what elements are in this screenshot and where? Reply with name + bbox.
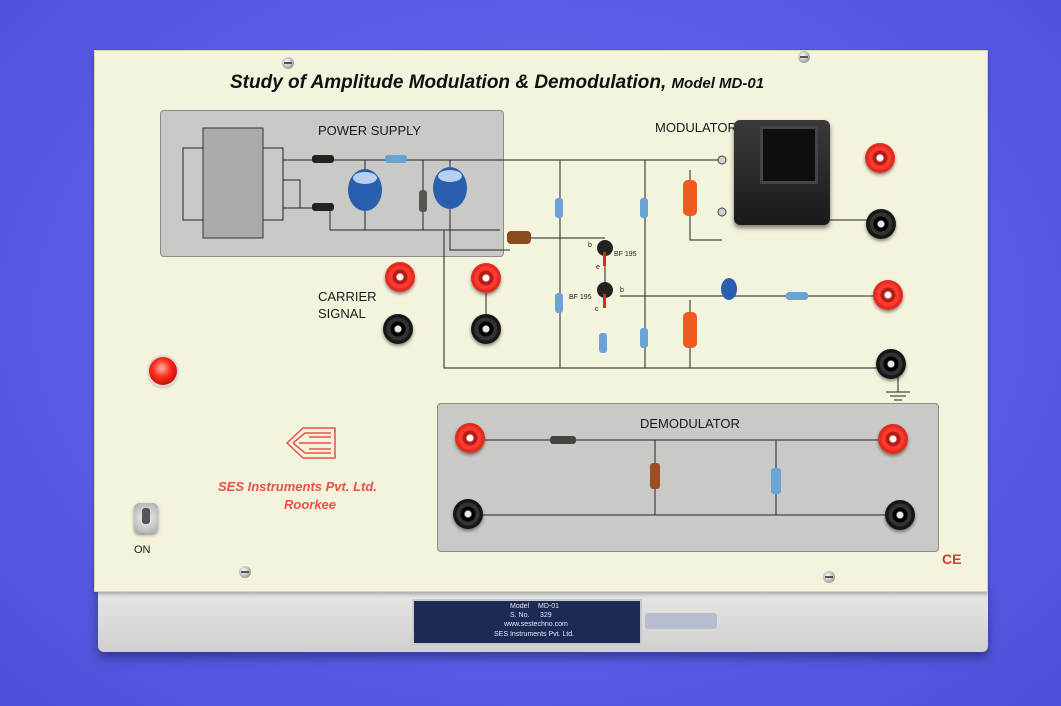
nameplate-serial-value: 329 bbox=[540, 612, 552, 619]
on-label: ON bbox=[134, 544, 151, 556]
transistor-2 bbox=[597, 282, 613, 298]
nameplate-model-value: MD-01 bbox=[538, 603, 560, 610]
diode-demod bbox=[550, 436, 576, 444]
screw-bottom-right bbox=[823, 571, 835, 583]
demod-output-socket-black[interactable] bbox=[885, 500, 915, 530]
ps-transformer bbox=[202, 127, 264, 239]
demodulator-label: DEMODULATOR bbox=[640, 416, 740, 431]
transistor-1-label: BF 195 bbox=[614, 251, 637, 258]
panel-title-main: Study of Amplitude Modulation & Demodula… bbox=[230, 72, 667, 93]
transistor-1-base-label: b bbox=[588, 242, 592, 249]
nameplate-company: SES Instruments Pvt. Ltd. bbox=[494, 631, 575, 638]
power-indicator-led bbox=[149, 357, 177, 385]
resistor-r1 bbox=[555, 198, 563, 218]
panel-title: Study of Amplitude Modulation & Demodula… bbox=[230, 72, 850, 94]
resistor-out bbox=[786, 292, 808, 300]
carrier-label-line1: CARRIER bbox=[318, 289, 377, 304]
capacitor-ceramic bbox=[507, 231, 531, 244]
company-city: Roorkee bbox=[284, 497, 337, 512]
carrier-signal-socket-red[interactable] bbox=[385, 262, 415, 292]
nameplate-website: www.sestechno.com bbox=[504, 621, 568, 628]
vent-plate bbox=[645, 613, 717, 629]
resistor-demod-2 bbox=[771, 468, 781, 494]
demod-output-socket-red[interactable] bbox=[878, 424, 908, 454]
transformer-core bbox=[760, 126, 818, 184]
company-logo-icon bbox=[285, 427, 336, 459]
demod-input-socket-black[interactable] bbox=[453, 499, 483, 529]
resistor-r4 bbox=[640, 328, 648, 348]
resistor-r2 bbox=[555, 293, 563, 313]
capacitor-orange-2 bbox=[683, 312, 697, 348]
input-socket-red[interactable] bbox=[471, 263, 501, 293]
nameplate-serial-label: S. No. bbox=[510, 612, 530, 619]
diode-3 bbox=[419, 190, 427, 212]
modulated-output-socket[interactable] bbox=[873, 280, 903, 310]
ps-line-bottom bbox=[283, 207, 500, 231]
company-name: SES Instruments Pvt. Ltd. bbox=[218, 479, 377, 494]
diode-1 bbox=[312, 155, 334, 163]
transistor-1 bbox=[597, 240, 613, 256]
demodulator-section bbox=[437, 403, 939, 552]
input-socket-black[interactable] bbox=[471, 314, 501, 344]
capacitor-small bbox=[721, 278, 737, 300]
carrier-signal-socket-black[interactable] bbox=[383, 314, 413, 344]
modulator-output-socket-2[interactable] bbox=[866, 209, 896, 239]
diode-2 bbox=[312, 203, 334, 211]
screw-bottom-left bbox=[239, 566, 251, 578]
modulator-output-socket-1[interactable] bbox=[865, 143, 895, 173]
screw-top-right bbox=[798, 51, 810, 63]
transistor-1-emitter-label: e bbox=[596, 264, 600, 271]
screw-top-left bbox=[282, 57, 294, 69]
resistor-ps bbox=[385, 155, 407, 163]
capacitor-orange-1 bbox=[683, 180, 697, 216]
ground-socket[interactable] bbox=[876, 349, 906, 379]
panel-title-model: Model MD-01 bbox=[671, 75, 765, 92]
ce-mark: CE bbox=[942, 551, 962, 567]
power-supply-label: POWER SUPPLY bbox=[318, 123, 422, 138]
rail-bottom bbox=[443, 230, 890, 369]
transistor-2-base-label: b bbox=[620, 287, 624, 294]
nameplate: Model MD-01 S. No. 329 www.sestechno.com… bbox=[412, 599, 642, 645]
demod-input-socket-red[interactable] bbox=[455, 423, 485, 453]
modulator-label: MODULATOR bbox=[655, 120, 737, 135]
power-switch-lever[interactable] bbox=[142, 508, 150, 524]
carrier-label-line2: SIGNAL bbox=[318, 306, 366, 321]
transistor-2-label: BF 195 bbox=[569, 294, 592, 301]
resistor-demod-1 bbox=[650, 463, 660, 489]
resistor-r3 bbox=[640, 198, 648, 218]
resistor-r5 bbox=[599, 333, 607, 353]
transistor-2-collector-label: c bbox=[595, 306, 599, 313]
nameplate-model-label: Model bbox=[510, 603, 530, 610]
